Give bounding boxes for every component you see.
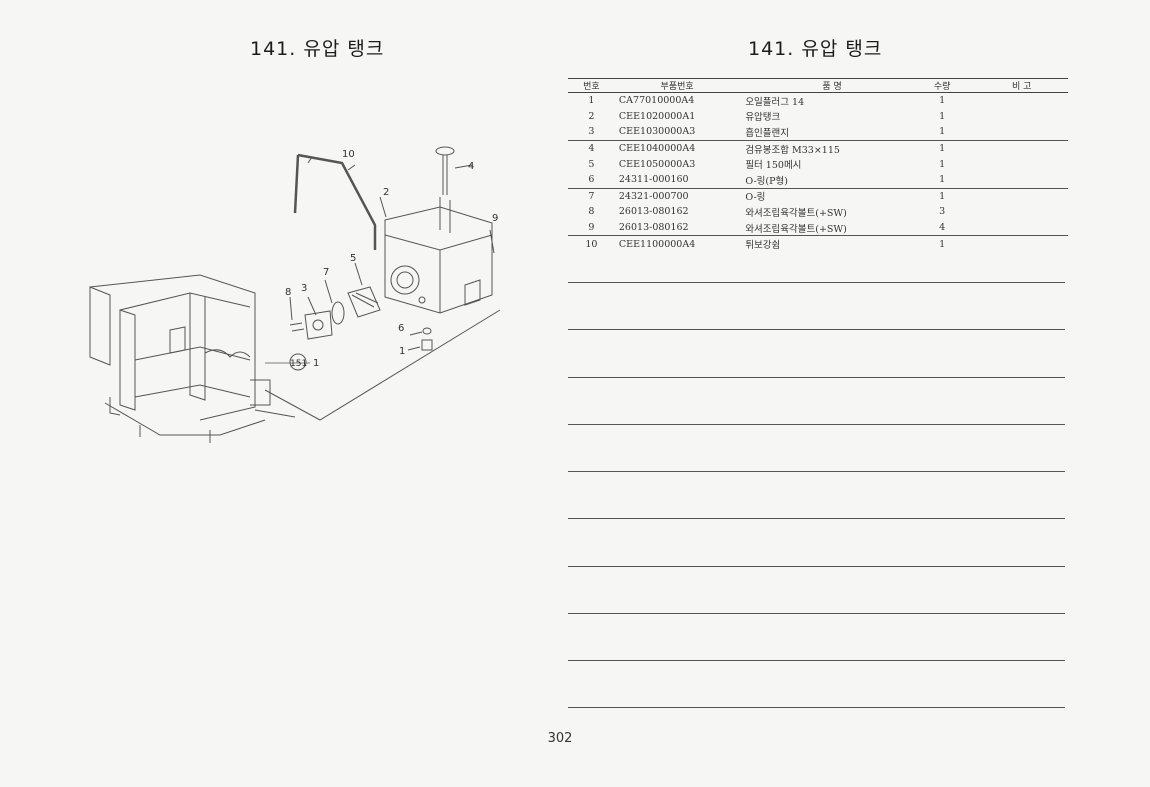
cell-part-name: O-링(P형): [745, 175, 788, 187]
blank-rule: [568, 329, 1065, 330]
cell-part-number: CEE1020000A1: [618, 110, 696, 122]
cell-quantity: 1: [939, 126, 946, 138]
cell-part-number: 24311-000160: [618, 174, 689, 186]
blank-rule: [568, 471, 1065, 472]
cell-remarks: [965, 235, 1068, 252]
blank-rule: [568, 377, 1065, 378]
col-header-part-number: 부품번호: [614, 78, 736, 93]
callout-10: 10: [342, 149, 355, 160]
callout-9: 9: [492, 213, 498, 224]
cell-no: 2: [588, 110, 595, 122]
table-row: 7 24321-000700 O-링 1: [568, 187, 1068, 205]
table-row: 2 CEE1020000A1 유압탱크 1: [568, 109, 1068, 125]
table-row: 6 24311-000160 O-링(P형) 1: [568, 172, 1068, 188]
callout-1: 1: [399, 346, 405, 357]
cell-remarks: [965, 124, 1068, 140]
table-row: 8 26013-080162 와셔조립육각볼트(+SW) 3: [568, 204, 1068, 220]
cell-part-name: 와셔조립육각볼트(+SW): [745, 207, 847, 219]
page-title-left: 141. 유압 탱크: [250, 38, 385, 60]
cell-remarks: [965, 172, 1068, 188]
frame-drawing: [89, 274, 296, 443]
blank-rule: [568, 613, 1065, 614]
callout-4: 4: [468, 161, 474, 172]
callout-8: 8: [285, 287, 291, 298]
page-number: 302: [547, 731, 573, 746]
cell-no: 7: [568, 187, 615, 205]
callout-6: 6: [398, 323, 404, 334]
callout-5: 5: [350, 253, 356, 264]
table-row: 1 CA77010000A4 오일플러그 14 1: [568, 93, 1068, 109]
cell-remarks: [965, 204, 1068, 220]
cell-quantity: 1: [918, 187, 966, 205]
col-header-no: 번호: [568, 78, 615, 93]
page-title-right: 141. 유압 탱크: [748, 38, 883, 60]
table-header-row: 번호 부품번호 품 명 수량 비 고: [568, 78, 1068, 93]
cell-part-name: 필터 150메시: [745, 160, 802, 172]
cell-remarks: [965, 139, 1068, 157]
blank-rule: [568, 660, 1065, 661]
cell-quantity: 1: [918, 139, 966, 157]
cell-no: 9: [588, 222, 595, 234]
cell-remarks: [965, 187, 1068, 205]
blank-rule: [568, 707, 1065, 708]
cell-no: 3: [588, 126, 595, 138]
blank-rule: [568, 518, 1065, 519]
cell-part-number: 26013-080162: [618, 222, 689, 234]
cell-part-name: 오일플러그 14: [745, 96, 805, 108]
cell-remarks: [965, 93, 1068, 109]
cell-part-name: 검유봉조합 M33×115: [735, 139, 919, 157]
cell-no: 8: [588, 206, 595, 218]
exploded-parts-diagram: 10 4 2 9 5 7 8 3 6 1 151 1: [80, 135, 520, 455]
callout-151: 151: [290, 359, 307, 369]
cell-remarks: [965, 156, 1068, 172]
cell-no: 6: [588, 174, 595, 186]
col-header-remarks: 비 고: [965, 78, 1068, 93]
cell-part-number: CA77010000A4: [618, 95, 695, 107]
cell-part-number: CEE1030000A3: [618, 126, 696, 138]
tank-drawing: [384, 197, 493, 314]
col-header-quantity: 수량: [918, 78, 966, 93]
cell-quantity: 1: [918, 235, 966, 252]
cell-quantity: 1: [939, 158, 946, 170]
cell-part-number: CEE1050000A3: [618, 158, 696, 170]
cell-part-name: O-링: [735, 187, 919, 205]
cell-part-name: 흡인플랜지: [745, 127, 790, 139]
cell-remarks: [965, 109, 1068, 125]
cell-part-name: 와셔조립육각볼트(+SW): [745, 223, 847, 235]
parts-table: 번호 부품번호 품 명 수량 비 고 1 CA77010000A4 오일플러그 …: [568, 78, 1068, 252]
cell-no: 1: [588, 95, 595, 107]
cell-quantity: 3: [939, 206, 946, 218]
callout-151-sub: 1: [313, 358, 319, 369]
cell-no: 4: [568, 139, 615, 157]
cell-part-number: 26013-080162: [618, 206, 689, 218]
cell-no: 10: [568, 235, 615, 252]
cell-part-number: CEE1100000A4: [614, 235, 736, 252]
cell-quantity: 1: [939, 95, 946, 107]
blank-rule: [568, 282, 1065, 283]
cell-remarks: [965, 220, 1068, 236]
col-header-part-name: 품 명: [735, 78, 919, 93]
table-row: 4 CEE1040000A4 검유봉조합 M33×115 1: [568, 139, 1068, 157]
cell-part-number: 24321-000700: [614, 187, 736, 205]
table-row: 5 CEE1050000A3 필터 150메시 1: [568, 156, 1068, 172]
cell-part-name: 유압탱크: [745, 112, 781, 124]
callout-7: 7: [323, 267, 329, 278]
table-row: 10 CEE1100000A4 튀보강쉼 1: [568, 235, 1068, 252]
blank-rule: [568, 566, 1065, 567]
callout-3: 3: [301, 283, 307, 294]
blank-rule: [568, 424, 1065, 425]
cell-quantity: 1: [939, 110, 946, 122]
table-row: 3 CEE1030000A3 흡인플랜지 1: [568, 124, 1068, 140]
cell-part-name: 튀보강쉼: [735, 235, 919, 252]
callout-2: 2: [383, 187, 389, 198]
table-row: 9 26013-080162 와셔조립육각볼트(+SW) 4: [568, 220, 1068, 236]
cell-quantity: 4: [939, 222, 946, 234]
cell-quantity: 1: [939, 174, 946, 186]
cell-part-number: CEE1040000A4: [614, 139, 736, 157]
cell-no: 5: [588, 158, 595, 170]
